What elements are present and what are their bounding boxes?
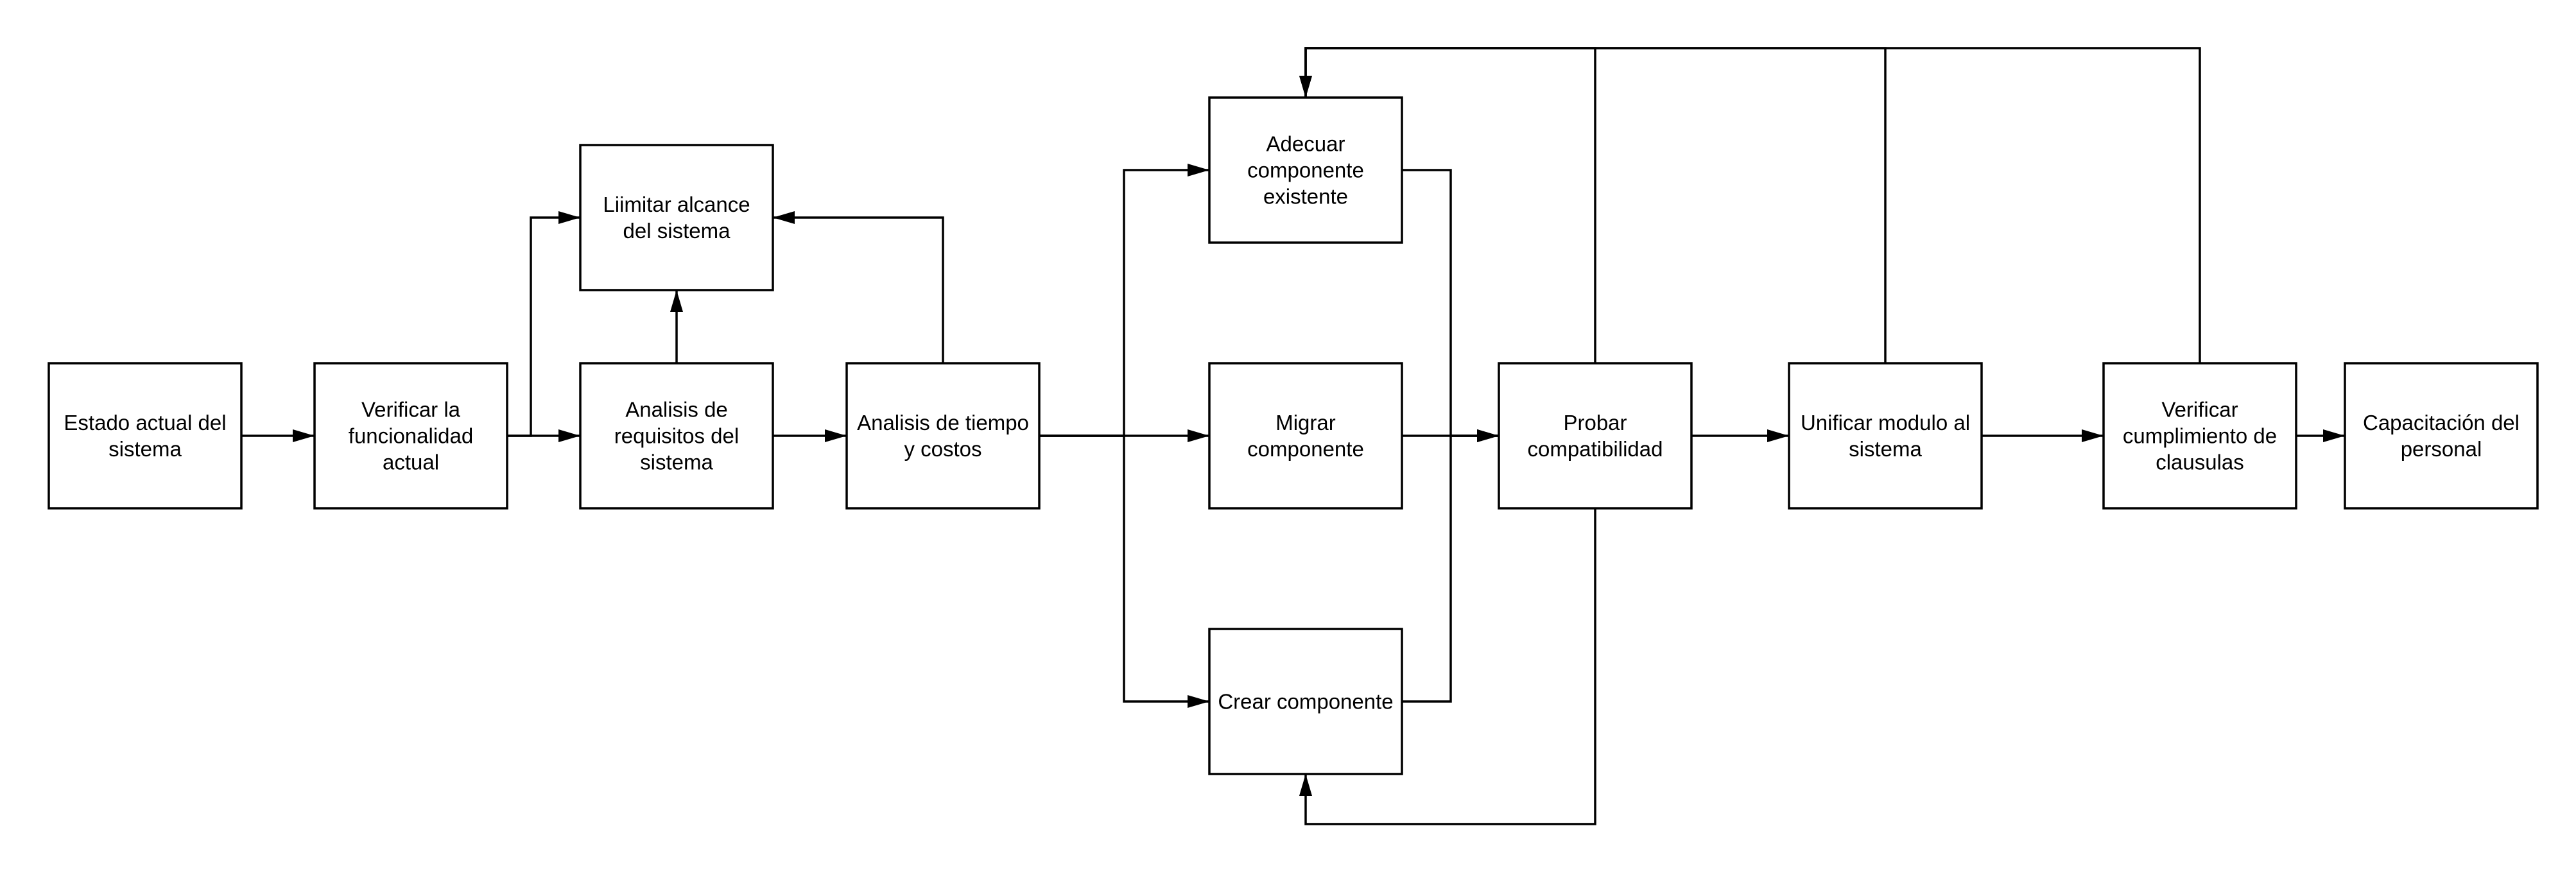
arrow-verificar-claus-to-adecuar bbox=[1299, 47, 2201, 363]
box-label-line: componente bbox=[1247, 159, 1364, 182]
process-box-limitar: Liimitar alcance del sistema bbox=[579, 144, 774, 291]
box-outline bbox=[579, 144, 774, 291]
box-label-line: Analisis de tiempo bbox=[857, 411, 1029, 434]
box-label-line: Liimitar alcance bbox=[603, 193, 750, 216]
box-outline bbox=[1498, 362, 1693, 510]
box-label-line: requisitos del bbox=[614, 424, 739, 448]
box-label-line: componente bbox=[1247, 437, 1364, 461]
process-box-migrar: Migrar componente bbox=[1208, 362, 1403, 510]
box-outline bbox=[48, 362, 243, 510]
process-boxes: Estado actual del sistema Verificar lafunc… bbox=[48, 96, 2539, 775]
box-label-line: del sistema bbox=[623, 219, 731, 243]
box-outline bbox=[1208, 362, 1403, 510]
box-label-line: existente bbox=[1263, 185, 1348, 209]
process-box-probar: Probar compatibilidad bbox=[1498, 362, 1693, 510]
box-label-line: Capacitación del bbox=[2363, 411, 2520, 434]
box-label-line: personal bbox=[2401, 437, 2482, 461]
box-outline bbox=[845, 362, 1041, 510]
box-label-line: sistema bbox=[108, 437, 182, 461]
box-label-line: Analisis de bbox=[625, 398, 728, 422]
box-outline bbox=[2102, 362, 2297, 510]
box-label-line: Adecuar bbox=[1266, 132, 1345, 156]
process-box-crear: Crear componente bbox=[1208, 628, 1403, 775]
process-box-capacitacion: Capacitación del personal bbox=[2344, 362, 2539, 510]
box-outline bbox=[313, 362, 508, 510]
process-box-estado: Estado actual del sistema bbox=[48, 362, 243, 510]
arrow-verificar-func-to-limitar bbox=[507, 211, 580, 437]
box-label-line: Estado actual del bbox=[64, 411, 226, 434]
box-label-line: actual bbox=[383, 451, 439, 474]
box-label-line: funcionalidad bbox=[349, 424, 474, 448]
box-label-line: Crear componente bbox=[1218, 690, 1393, 714]
arrow-crear-to-probar bbox=[1402, 429, 1499, 703]
box-label-line: sistema bbox=[640, 451, 713, 474]
box-label-line: sistema bbox=[1849, 437, 1922, 461]
arrow-probar-to-crear bbox=[1299, 508, 1596, 825]
box-outline bbox=[2344, 362, 2539, 510]
box-label-line: compatibilidad bbox=[1528, 437, 1663, 461]
connectors bbox=[241, 47, 2345, 825]
arrow-analisis-tiempo-to-adecuar bbox=[1039, 164, 1209, 437]
box-outline bbox=[1208, 628, 1403, 775]
box-label-line: y costos bbox=[904, 437, 981, 461]
box-label-line: Probar bbox=[1563, 411, 1627, 434]
arrow-analisis-tiempo-to-crear bbox=[1039, 434, 1209, 708]
box-label-line: Verificar la bbox=[361, 398, 461, 422]
arrow-analisis-tiempo-to-limitar bbox=[773, 211, 944, 363]
box-outline bbox=[1208, 96, 1403, 244]
arrow-adecuar-to-probar bbox=[1402, 169, 1499, 442]
box-label-line: Migrar bbox=[1275, 411, 1336, 434]
box-label-line: cumplimiento de bbox=[2123, 424, 2277, 448]
box-label-line: Unificar modulo al bbox=[1801, 411, 1970, 434]
box-label-line: clausulas bbox=[2156, 451, 2244, 474]
process-box-unificar: Unificar modulo al sistema bbox=[1788, 362, 1983, 510]
process-box-adecuar: Adecuar componente existente bbox=[1208, 96, 1403, 244]
box-outline bbox=[1788, 362, 1983, 510]
box-label-line: Verificar bbox=[2161, 398, 2238, 422]
box-outline bbox=[579, 362, 774, 510]
process-box-analisis-tiempo: Analisis de tiempo y costos bbox=[845, 362, 1041, 510]
